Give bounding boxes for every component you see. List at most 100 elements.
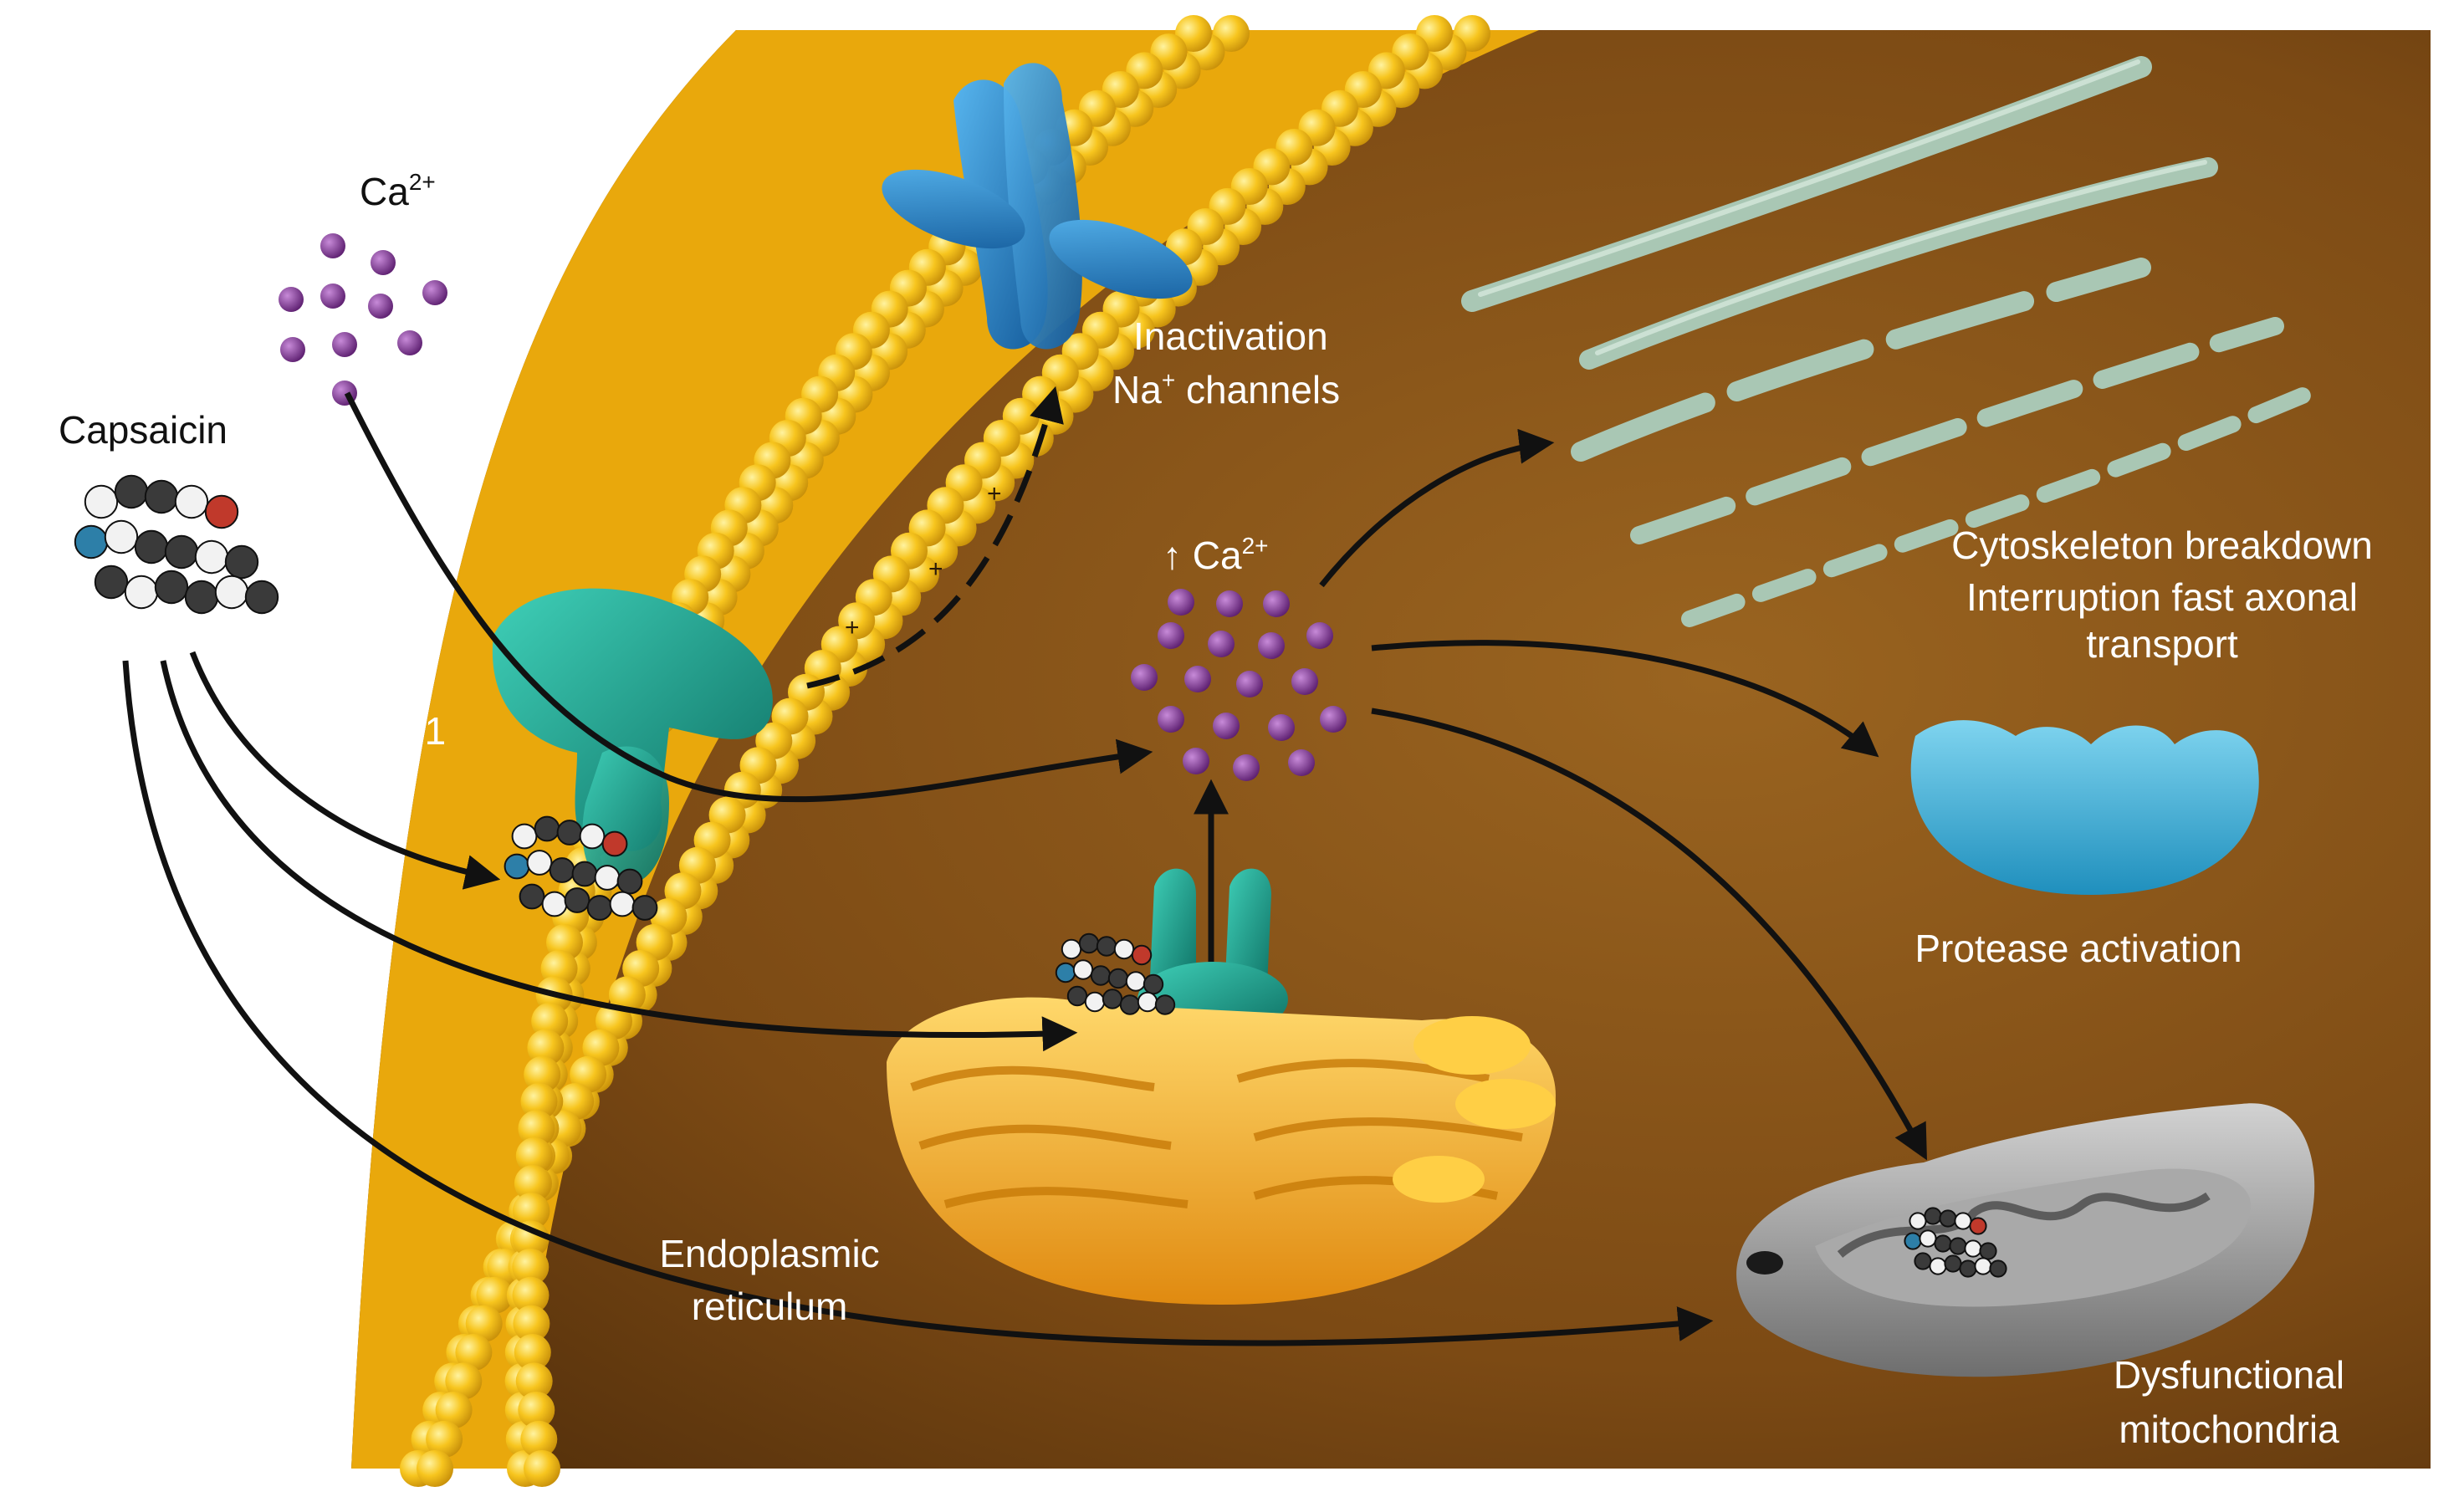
atom [124, 575, 159, 610]
atom [1979, 1242, 1997, 1260]
lipid-head [455, 1334, 493, 1371]
label-cytoskeleton-line1: Cytoskeleton breakdown [1951, 524, 2373, 567]
atom [609, 891, 636, 917]
atom [1107, 968, 1129, 989]
label-er-line1: Endoplasmic [659, 1232, 879, 1275]
lipid-head [524, 1450, 560, 1487]
atom [1914, 1252, 1932, 1270]
calcium-ion [422, 280, 447, 305]
atom [519, 883, 545, 910]
calcium-ion [1158, 622, 1184, 649]
atom [154, 570, 189, 605]
atom [1954, 1212, 1972, 1230]
svg-text:+: + [845, 614, 860, 641]
lipid-head [465, 1305, 503, 1342]
charge-marks: + + + [845, 480, 1002, 641]
atom [224, 544, 259, 580]
atom [1964, 1239, 1982, 1258]
membrane-lipid-heads [400, 15, 1490, 1487]
atom [1125, 971, 1147, 992]
calcium-ions-outside [279, 233, 447, 406]
atom [1909, 1212, 1927, 1230]
calcium-ion [1168, 589, 1194, 616]
extracellular-space [33, 30, 736, 1469]
atom [1949, 1237, 1967, 1255]
atom [1919, 1229, 1937, 1248]
calcium-ion [1268, 714, 1295, 741]
atom [1090, 965, 1112, 986]
arrow-capsaicin-to-er [160, 660, 1078, 1052]
trpv1-channel [492, 588, 773, 886]
atom [1143, 973, 1164, 995]
atom [1055, 962, 1076, 983]
atom [84, 484, 119, 519]
label-cytoskeleton-line3: transport [2086, 622, 2238, 666]
lipid-head [518, 1110, 555, 1147]
lipid-head [524, 1055, 561, 1093]
lipid-head [435, 1392, 473, 1428]
label-capsaicin: Capsaicin [59, 408, 227, 452]
calcium-ion [280, 337, 305, 362]
lipid-head [527, 1029, 565, 1066]
endoplasmic-reticulum [887, 997, 1556, 1305]
arrow-to-mitochondria [1371, 708, 1927, 1161]
atom [616, 868, 643, 895]
arrow-to-cytoskeleton [1319, 428, 1555, 588]
label-trpv1: TRPV1 [322, 709, 446, 753]
label-mitochondria-line2: mitochondria [2119, 1407, 2339, 1451]
lipid-head [512, 1220, 550, 1258]
atom [534, 815, 560, 842]
calcium-ion [1216, 590, 1243, 617]
atom [504, 853, 530, 880]
label-er-line2: reticulum [692, 1285, 848, 1328]
atom [114, 474, 149, 509]
calcium-ion [1131, 664, 1158, 691]
atom [1154, 994, 1176, 1015]
atom [1929, 1257, 1947, 1275]
lipid-head [445, 1362, 483, 1400]
atom [511, 823, 538, 850]
atom [1944, 1254, 1962, 1273]
sodium-channel [882, 63, 1193, 350]
atom [1131, 944, 1153, 966]
label-cytoskeleton-line2: Interruption fast axonal [1966, 575, 2358, 619]
calcium-ion [1158, 706, 1184, 733]
lipid-head [512, 1249, 550, 1285]
calcium-ion [1306, 622, 1333, 649]
atom [1096, 936, 1117, 957]
atom [1924, 1207, 1942, 1225]
calcium-ion [320, 284, 345, 309]
calcium-ion [1320, 706, 1347, 733]
atom [586, 895, 613, 921]
atom [244, 580, 279, 615]
atom [194, 539, 229, 575]
calcium-ion [1184, 666, 1211, 692]
atom [94, 565, 129, 600]
label-mitochondria-line1: Dysfunctional [2114, 1353, 2344, 1397]
atom [1989, 1259, 2007, 1278]
calcium-ion [1236, 671, 1263, 697]
atom [1113, 938, 1135, 960]
atom [1078, 932, 1100, 954]
atom [1939, 1209, 1957, 1228]
calcium-ion [1288, 749, 1315, 776]
atom [134, 529, 169, 565]
atom [174, 484, 209, 519]
calcium-ion [1263, 590, 1290, 617]
atom [541, 891, 568, 917]
arrow-na-inactivation [806, 386, 1064, 689]
atom [1974, 1257, 1992, 1275]
calcium-ion [1208, 631, 1235, 657]
atom [204, 494, 239, 529]
arrow-to-protease [1371, 640, 1879, 758]
mitochondria [1736, 1103, 2315, 1377]
atom [1137, 991, 1158, 1013]
atom [104, 519, 139, 554]
svg-text:+: + [928, 555, 943, 583]
svg-text:+: + [987, 480, 1002, 508]
capsaicin-bound-trpv1 [504, 815, 658, 921]
atom [1904, 1232, 1922, 1250]
lipid-head [520, 1420, 558, 1458]
